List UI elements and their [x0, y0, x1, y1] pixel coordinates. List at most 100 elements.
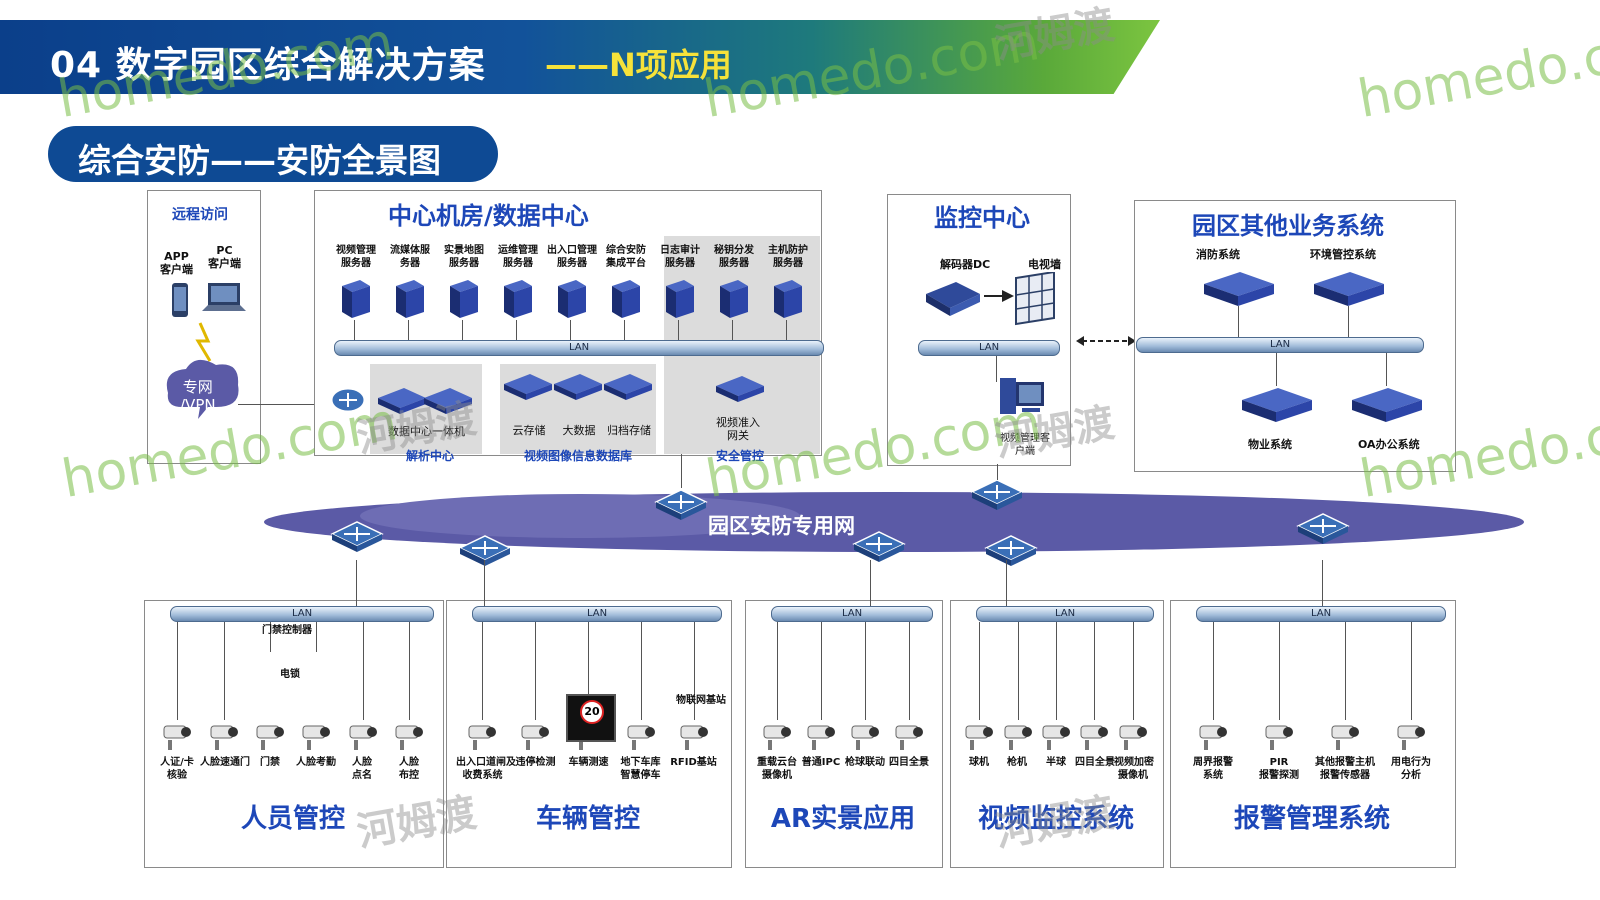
device-icon	[392, 718, 426, 756]
device-label: 人脸 点名	[352, 757, 372, 781]
page-subtitle: ——N项应用	[545, 46, 732, 84]
storage-server-icon	[552, 372, 604, 406]
device-link	[1345, 622, 1346, 720]
device-label: 普通IPC	[801, 757, 841, 768]
section-title: 报警管理系统	[1233, 804, 1390, 834]
device-icon	[624, 718, 658, 756]
watermark-brand: homedo.com	[1353, 12, 1600, 131]
phone-icon	[172, 283, 188, 317]
decoder-label: 解码器DC	[940, 258, 991, 271]
monitor-lan: LAN	[918, 340, 1060, 356]
device-icon	[1196, 718, 1230, 756]
remote-access-title: 远程访问	[172, 207, 228, 223]
section-uplink	[1322, 560, 1323, 606]
device-icon	[1328, 718, 1362, 756]
network-switch-icon	[1296, 512, 1350, 550]
network-switch-icon	[852, 530, 906, 568]
server-icon	[554, 278, 588, 324]
device-icon	[465, 718, 499, 756]
device-icon	[1077, 718, 1111, 756]
device-link	[641, 622, 642, 720]
laptop-icon	[202, 283, 246, 311]
router-icon	[331, 388, 365, 412]
server-icon	[500, 278, 534, 324]
device-link	[777, 622, 778, 720]
security-control-label: 安全管控	[716, 449, 765, 463]
section-uplink	[484, 560, 485, 606]
server-icon	[338, 278, 372, 324]
network-switch-icon	[984, 534, 1038, 572]
device-link	[316, 622, 317, 652]
other-system-label: OA办公系统	[1358, 438, 1420, 451]
analysis-item-label: 数据中心一体机	[388, 425, 465, 438]
device-label: PIR 报警探测	[1259, 757, 1299, 781]
other-systems-box	[1134, 200, 1456, 472]
device-link	[821, 622, 822, 720]
device-label: 出入口道闸及 收费系统	[456, 757, 516, 781]
server-label: 日志审计 服务器	[660, 245, 700, 269]
device-link	[270, 622, 271, 652]
device-label: 枪球联动	[845, 757, 885, 768]
server-link	[786, 320, 787, 340]
device-link	[1411, 622, 1412, 720]
device-icon	[962, 718, 996, 756]
server-icon	[392, 278, 426, 324]
other-system-label: 消防系统	[1196, 248, 1240, 261]
header-banner	[0, 20, 1160, 94]
storage-server-icon	[602, 372, 654, 406]
analysis-center-label: 解析中心	[406, 449, 455, 463]
uplink-line	[681, 454, 682, 488]
analysis-server-icon	[422, 386, 474, 420]
device-link	[535, 622, 536, 720]
section-lan: LAN	[170, 606, 434, 622]
datacenter-lan: LAN	[334, 340, 824, 356]
device-label: 其他报警主机 报警传感器	[1315, 757, 1375, 781]
server-link	[516, 320, 517, 340]
server-link	[678, 320, 679, 340]
database-label: 视频图像信息数据库	[524, 449, 633, 463]
monitor-center-title: 监控中心	[934, 204, 1030, 232]
other-system-label: 环境管控系统	[1310, 248, 1376, 261]
device-label: 违停检测	[515, 757, 556, 768]
server-label: 视频管理 服务器	[336, 245, 376, 269]
server-link	[732, 320, 733, 340]
rack-link	[1348, 306, 1349, 338]
device-link	[588, 622, 589, 720]
rack-link	[1276, 352, 1277, 386]
server-label: 综合安防 集成平台	[606, 245, 646, 269]
server-icon	[716, 278, 750, 324]
storage-server-icon	[502, 372, 554, 406]
server-rack-icon	[1312, 270, 1386, 314]
device-icon	[518, 718, 552, 756]
security-item-label: 视频准入 网关	[716, 416, 760, 442]
device-link	[482, 622, 483, 720]
device-label: 周界报警 系统	[1193, 757, 1233, 781]
bidirectional-arrow-icon	[1076, 336, 1136, 346]
storage-label: 云存储	[512, 424, 546, 437]
section-lan: LAN	[976, 606, 1154, 622]
remote-icons	[166, 283, 246, 419]
device-label: 枪机	[1007, 757, 1027, 768]
device-label: 半球	[1046, 757, 1066, 768]
network-label: 园区安防专用网	[708, 514, 855, 538]
other-systems-title: 园区其他业务系统	[1192, 212, 1384, 240]
remote-access-box	[147, 190, 261, 464]
device-link	[1133, 622, 1134, 720]
device-label: 四目全景	[1075, 757, 1115, 768]
section-uplink	[870, 560, 871, 606]
speed-display: 20	[566, 694, 616, 742]
pc-client-label: PC 客户端	[208, 244, 241, 270]
gateway-icon	[714, 374, 766, 408]
server-label: 出入口管理 服务器	[547, 245, 597, 269]
device-link	[979, 622, 980, 720]
device-link	[694, 622, 695, 720]
server-rack-icon	[1240, 386, 1314, 430]
server-link	[408, 320, 409, 340]
device-label: 地下车库 智慧停车	[620, 757, 661, 781]
device-label: 人证/卡 核验	[160, 757, 194, 781]
device-label: 人脸速通门	[200, 757, 250, 768]
section-lan: LAN	[472, 606, 722, 622]
section-lan: LAN	[1196, 606, 1446, 622]
device-icon	[1001, 718, 1035, 756]
device-link	[409, 622, 410, 720]
